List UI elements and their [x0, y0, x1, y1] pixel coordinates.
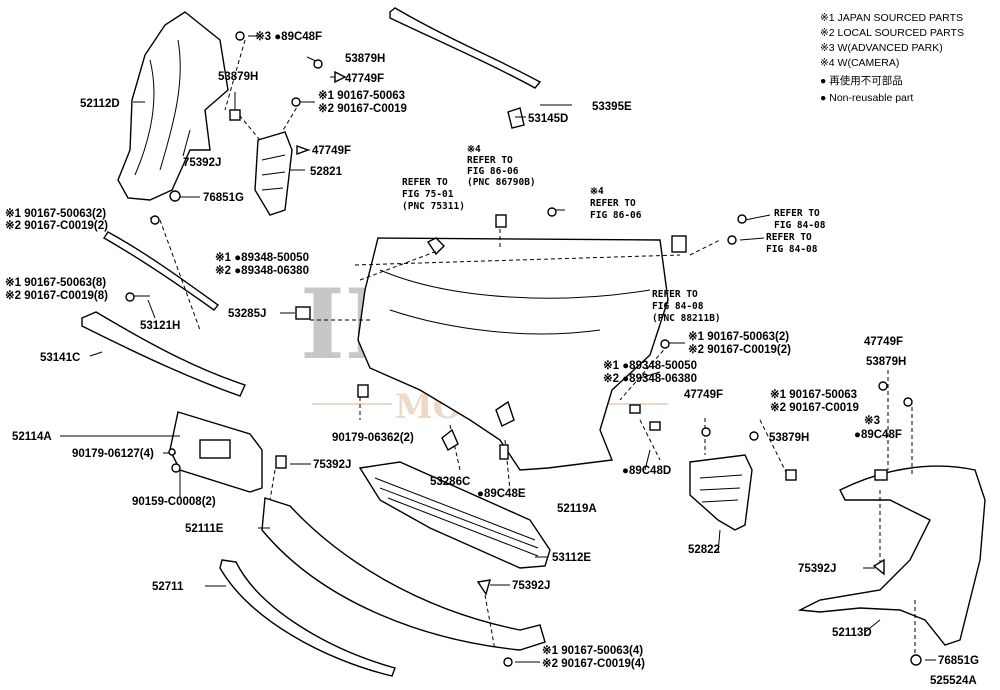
label-l68: 76851G [938, 655, 979, 667]
label-l18: REFER TO [402, 177, 448, 188]
label-l39: ※1 90167-50063(2) [688, 330, 789, 343]
label-l49: ※3 [864, 414, 880, 427]
label-l57: ●89C48E [477, 488, 526, 500]
label-l29: ※2 90167-C0019(2) [5, 219, 108, 232]
label-l33: ※2 90167-C0019(8) [5, 289, 108, 302]
label-l36: REFER TO [652, 289, 698, 300]
label-l5: ※1 90167-50063 [318, 89, 405, 102]
label-l66: 75392J [798, 563, 836, 575]
label-l51: 52114A [12, 431, 52, 443]
label-l25: FIG 84-08 [774, 220, 826, 231]
label-l43: ※2 ●89348-06380 [603, 372, 697, 385]
label-l32: ※1 90167-50063(8) [5, 276, 106, 289]
figure-id: 525524A [930, 675, 977, 687]
label-l17: (PNC 86790B) [467, 177, 536, 188]
label-l27: FIG 84-08 [766, 244, 818, 255]
label-l9: 52821 [310, 166, 343, 178]
label-l61: 52111E [185, 523, 224, 535]
lower-cover [261, 497, 546, 651]
label-l41: 53141C [40, 352, 80, 364]
part-labels: ※3 ●89C48F 53879H 47749F 53879H ※1 90167… [5, 30, 979, 670]
fender-liner-right [797, 465, 986, 646]
label-l67: 52113D [832, 627, 872, 639]
label-l30: ※1 ●89348-50050 [215, 251, 309, 264]
label-l16: FIG 86-06 [467, 166, 519, 177]
top-molding [389, 7, 542, 89]
label-l58: ●89C48D [622, 465, 671, 477]
legend-line-2: ※2 LOCAL SOURCED PARTS [820, 27, 964, 39]
label-l53: 90179-06362(2) [332, 432, 414, 444]
label-l13: 53395E [592, 101, 632, 113]
label-l3: 47749F [345, 73, 384, 85]
legend-line-6: ● Non-reusable part [820, 92, 913, 104]
lower-molding [81, 311, 246, 397]
label-l40: ※2 90167-C0019(2) [688, 343, 791, 356]
label-l34: 53285J [228, 308, 266, 320]
label-l56: 53286C [430, 476, 470, 488]
lower-grille [358, 461, 551, 569]
legend: ※1 JAPAN SOURCED PARTS ※2 LOCAL SOURCED … [820, 12, 964, 104]
label-l55: 75392J [313, 459, 351, 471]
label-l54: 53879H [769, 432, 809, 444]
label-l23: FIG 86-06 [590, 210, 642, 221]
bracket-right [689, 454, 753, 531]
fasteners [125, 31, 922, 667]
fender-liner-left [117, 11, 229, 201]
label-l44: 47749F [864, 336, 903, 348]
label-l20: (PNC 75311) [402, 201, 465, 212]
label-l63: 52822 [688, 544, 720, 556]
label-l42: ※1 ●89348-50050 [603, 359, 697, 372]
reference-lines [159, 39, 916, 658]
label-l4: 53879H [218, 71, 258, 83]
legend-line-3: ※3 W(ADVANCED PARK) [820, 42, 943, 54]
label-l15: REFER TO [467, 155, 513, 166]
label-l1: ※3 ●89C48F [255, 30, 322, 43]
label-l8: 47749F [312, 145, 351, 157]
label-l45: 53879H [866, 356, 906, 368]
label-l64: 75392J [512, 580, 550, 592]
legend-line-1: ※1 JAPAN SOURCED PARTS [820, 12, 963, 24]
label-l60: 90159-C0008(2) [132, 496, 216, 508]
label-l46: 47749F [684, 389, 723, 401]
label-l7: 52112D [80, 98, 120, 110]
legend-line-5: ● 再使用不可部品 [820, 74, 903, 87]
label-l19: FIG 75-01 [402, 189, 454, 200]
label-l65: 52711 [152, 581, 184, 593]
label-l47: ※1 90167-50063 [770, 388, 857, 401]
label-l14: ※4 [467, 144, 481, 155]
label-l35: 53121H [140, 320, 180, 332]
label-l10: 75392J [183, 157, 221, 169]
label-l11: 76851G [203, 192, 244, 204]
label-l24: REFER TO [774, 208, 820, 219]
label-l21: ※4 [590, 186, 604, 197]
label-l52: 90179-06127(4) [72, 448, 154, 460]
lip-spoiler [219, 559, 396, 677]
label-l62: 53112E [552, 552, 591, 564]
label-l38: (PNC 88211B) [652, 313, 721, 324]
label-l28: ※1 90167-50063(2) [5, 207, 106, 220]
label-l70: ※2 90167-C0019(4) [542, 657, 645, 670]
label-l31: ※2 ●89348-06380 [215, 264, 309, 277]
label-l48: ※2 90167-C0019 [770, 401, 859, 414]
label-l69: ※1 90167-50063(4) [542, 644, 643, 657]
upper-strip [103, 231, 220, 311]
label-l50: ●89C48F [854, 429, 902, 441]
label-l6: ※2 90167-C0019 [318, 102, 407, 115]
label-l59: 52119A [557, 503, 597, 515]
label-l2: 53879H [345, 53, 385, 65]
label-l26: REFER TO [766, 232, 812, 243]
label-l22: REFER TO [590, 198, 636, 209]
label-l37: FIG 84-08 [652, 301, 704, 312]
legend-line-4: ※4 W(CAMERA) [820, 57, 899, 69]
bumper-cover [357, 237, 669, 471]
label-l12: 53145D [528, 113, 568, 125]
